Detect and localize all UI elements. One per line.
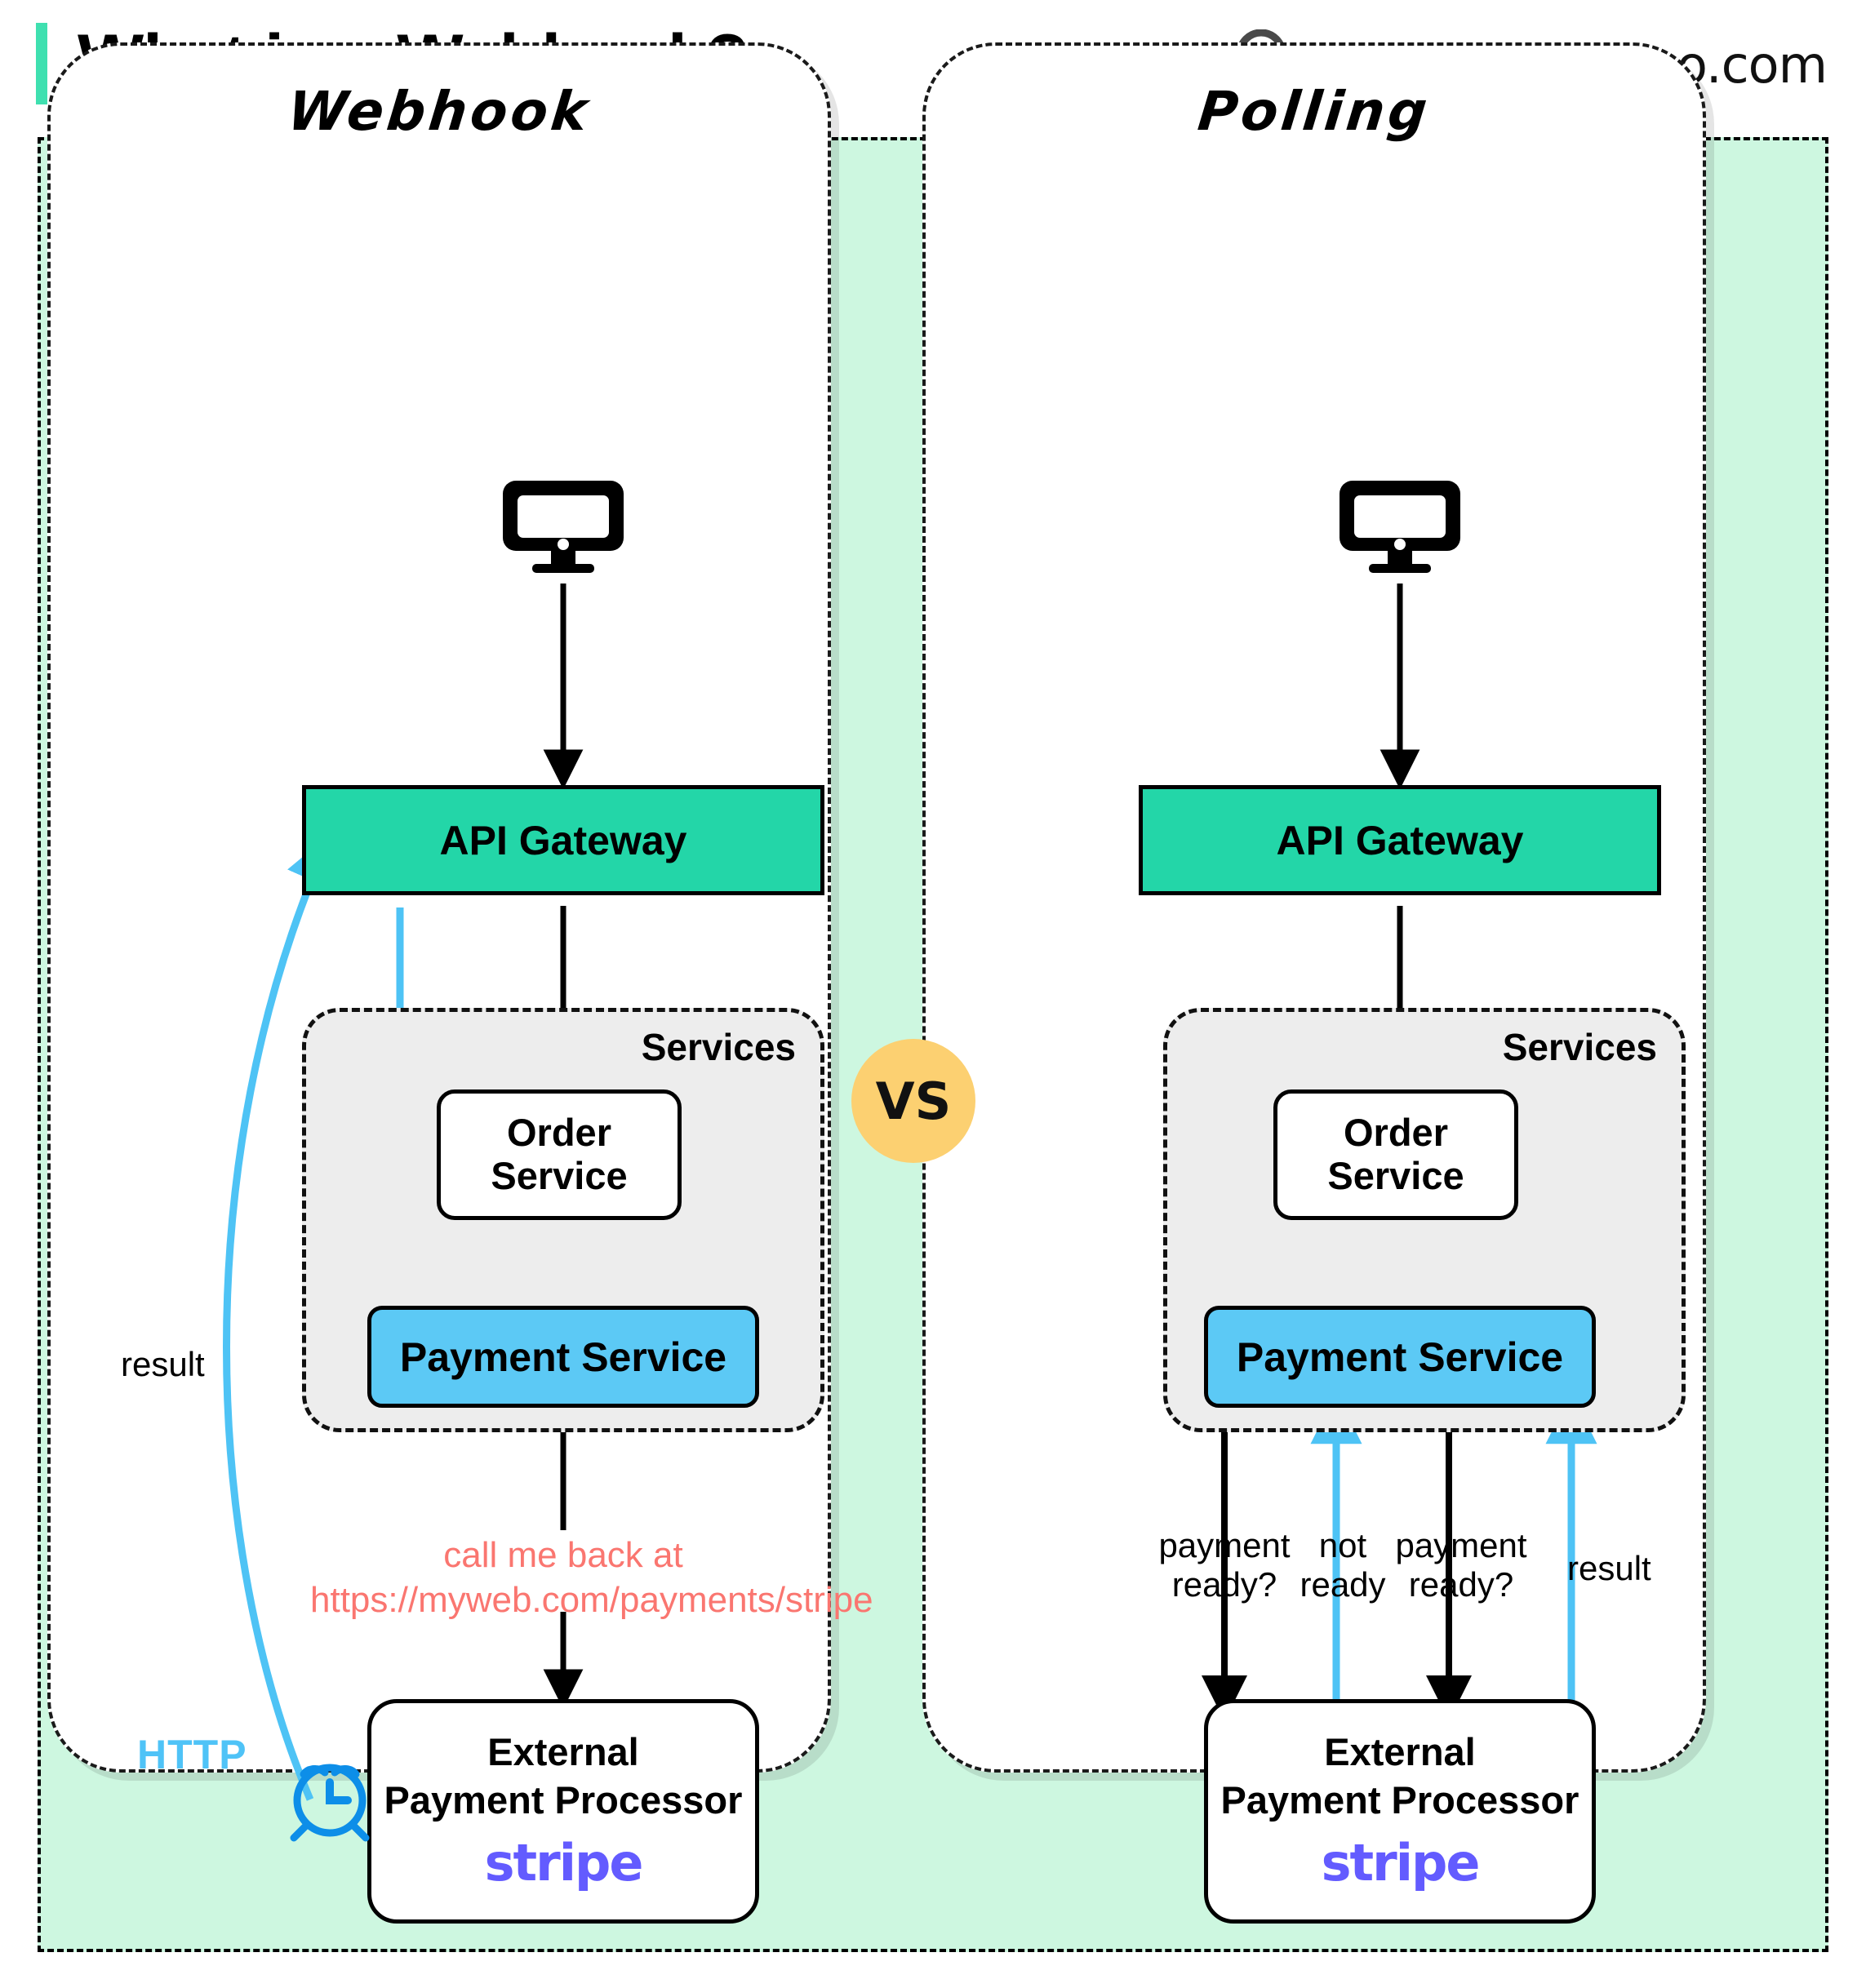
result-label-webhook: result bbox=[121, 1345, 205, 1383]
poll-label-2-line2: ready bbox=[1300, 1565, 1386, 1604]
callback-line2: https://myweb.com/payments/stripe bbox=[310, 1580, 873, 1620]
poll-label-1: payment ready? bbox=[1139, 1526, 1310, 1605]
panel-webhook: Webhook bbox=[47, 42, 831, 1773]
poll-label-1-line2: ready? bbox=[1171, 1565, 1277, 1604]
poll-label-3-line2: ready? bbox=[1408, 1565, 1514, 1604]
node-label: API Gateway bbox=[1276, 817, 1524, 863]
services-label: Services bbox=[641, 1026, 796, 1068]
services-label: Services bbox=[1502, 1026, 1657, 1068]
poll-label-1-line1: payment bbox=[1158, 1526, 1291, 1564]
node-gateway-polling[interactable]: API Gateway bbox=[1139, 785, 1661, 895]
node-payment-service-webhook[interactable]: Payment Service bbox=[367, 1306, 759, 1408]
node-label: Payment Service bbox=[1236, 1333, 1564, 1380]
node-label: API Gateway bbox=[439, 817, 687, 863]
node-label-line2: Service bbox=[1327, 1154, 1464, 1197]
stripe-logo: stripe bbox=[484, 1833, 644, 1893]
stripe-logo: stripe bbox=[1321, 1833, 1481, 1893]
node-order-service-webhook[interactable]: Order Service bbox=[437, 1089, 682, 1220]
title-accent-bar bbox=[36, 23, 47, 104]
http-label: HTTP bbox=[137, 1732, 247, 1777]
node-label-line1: Order bbox=[1344, 1111, 1448, 1155]
node-order-service-polling[interactable]: Order Service bbox=[1273, 1089, 1518, 1220]
callback-line1: call me back at bbox=[443, 1535, 683, 1575]
node-label: Payment Service bbox=[399, 1333, 727, 1380]
node-gateway-webhook[interactable]: API Gateway bbox=[302, 785, 824, 895]
poll-label-2-line1: not bbox=[1318, 1526, 1367, 1564]
poll-label-2: not ready bbox=[1286, 1526, 1400, 1605]
panel-webhook-title: Webhook bbox=[284, 80, 594, 143]
poll-label-3-line1: payment bbox=[1395, 1526, 1527, 1564]
panel-polling: Polling bbox=[922, 42, 1706, 1773]
node-label-line2: Payment Processor bbox=[384, 1777, 743, 1822]
alarm-clock-icon bbox=[281, 1746, 379, 1844]
panel-polling-title: Polling bbox=[1195, 80, 1433, 143]
node-label-line1: Order bbox=[507, 1111, 611, 1155]
poll-label-4: result bbox=[1567, 1549, 1651, 1587]
monitor-icon bbox=[498, 477, 629, 575]
node-label-line1: External bbox=[487, 1730, 639, 1774]
vs-badge: VS bbox=[851, 1039, 975, 1163]
monitor-icon bbox=[1335, 477, 1465, 575]
node-label-line2: Service bbox=[491, 1154, 628, 1197]
callback-annotation: call me back at https://myweb.com/paymen… bbox=[310, 1533, 873, 1622]
node-label-line2: Payment Processor bbox=[1220, 1777, 1579, 1822]
node-processor-polling[interactable]: External Payment Processor stripe bbox=[1204, 1699, 1596, 1924]
node-label-line1: External bbox=[1324, 1730, 1476, 1774]
node-payment-service-polling[interactable]: Payment Service bbox=[1204, 1306, 1596, 1408]
poll-label-3: payment ready? bbox=[1375, 1526, 1547, 1605]
node-processor-webhook[interactable]: External Payment Processor stripe bbox=[367, 1699, 759, 1924]
